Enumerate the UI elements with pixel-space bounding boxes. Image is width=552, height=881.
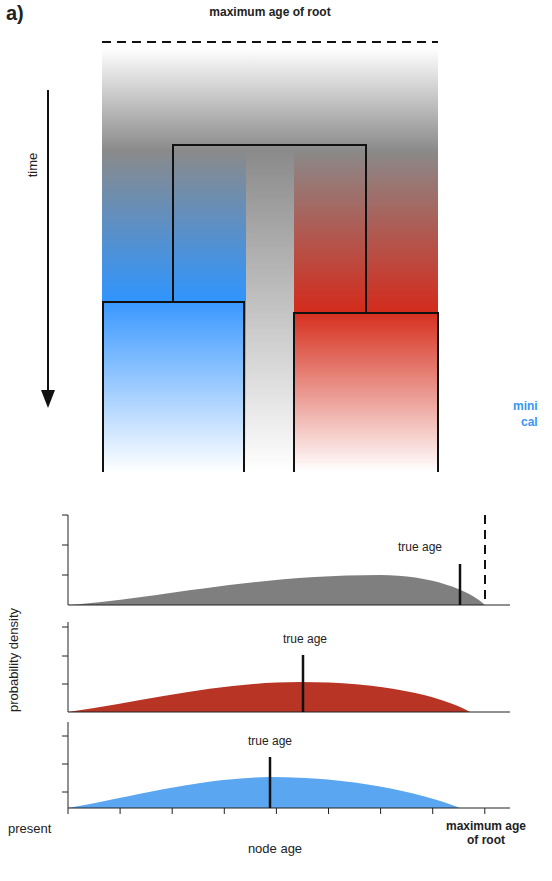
time-arrow — [47, 90, 49, 392]
time-arrowhead — [41, 390, 55, 408]
x-axis-ticks — [68, 808, 485, 814]
axis-end-label: present — [8, 822, 51, 837]
calibration-note: mini — [513, 400, 538, 414]
root-prior-region — [102, 48, 438, 151]
heading: maximum age of root — [209, 6, 330, 20]
axis-label: time — [26, 153, 41, 178]
true-age-label: true age — [248, 735, 292, 749]
tree-branches — [103, 145, 438, 472]
panel-letter: a) — [6, 2, 24, 25]
blue-density-panel — [62, 722, 510, 808]
calibration-note: cal — [521, 416, 538, 430]
true-age-label: true age — [398, 541, 442, 555]
max-age-line — [102, 41, 438, 43]
axis-label: node age — [248, 842, 302, 857]
root-density-panel — [62, 515, 510, 605]
true-age-label: true age — [283, 633, 327, 647]
red-clade-region — [294, 313, 438, 472]
axis-label: probability density — [7, 608, 22, 712]
root-prior-strip — [246, 150, 294, 472]
red-density-panel — [62, 622, 510, 712]
blue-clade-region — [102, 302, 246, 472]
axis-end-label: maximum age of root — [441, 820, 531, 848]
